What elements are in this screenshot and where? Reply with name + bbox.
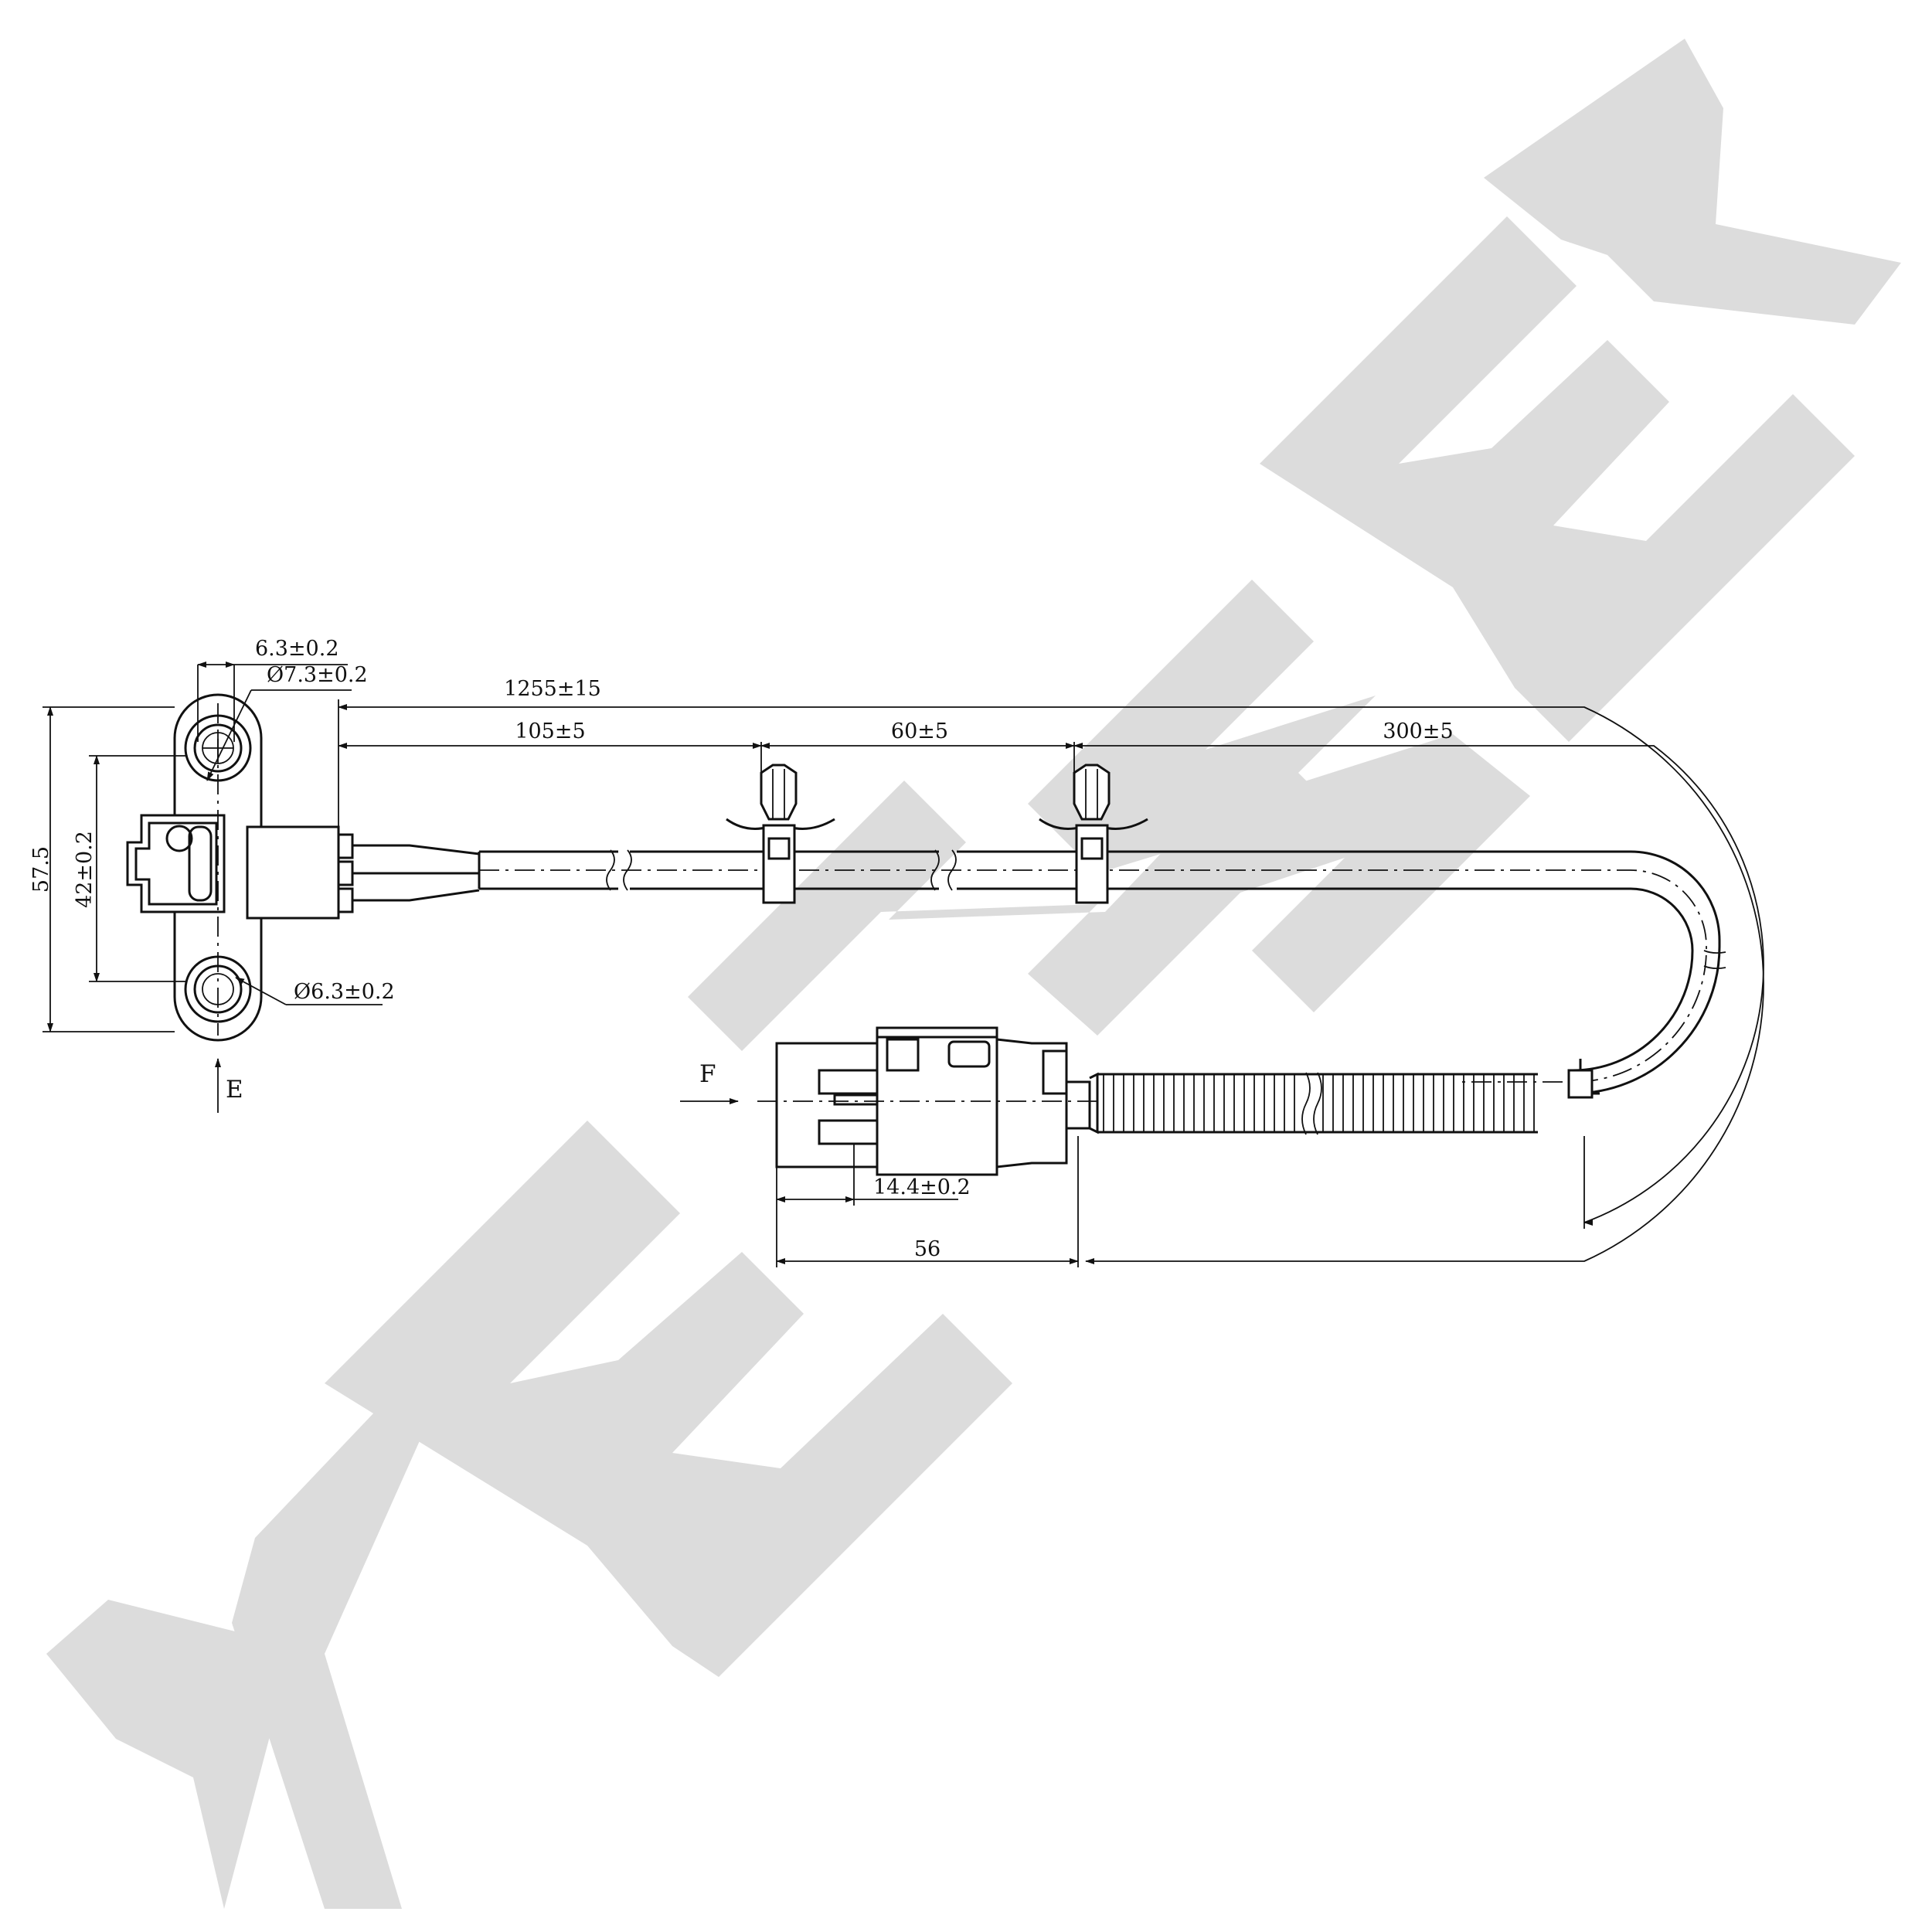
dim-sleeve-length: 300±5 [1383, 719, 1453, 743]
dim-hole-pitch: 42±0.2 [73, 831, 97, 908]
dim-hole-diameter-top: Ø7.3±0.2 [267, 663, 368, 687]
dim-flange-height: 57.5 [29, 846, 53, 893]
dimension-lines [43, 662, 1764, 1267]
watermark-letter-e2 [1260, 216, 1855, 742]
watermark-letter-w [1028, 580, 1530, 1012]
sensor-housing [246, 825, 340, 920]
watermark-letter-k [1484, 39, 1901, 325]
connector [757, 1026, 1099, 1176]
watermark-letter-z-body [232, 1383, 421, 1909]
dim-clip1-position: 105±5 [515, 719, 585, 743]
dim-clip-spacing: 60±5 [891, 719, 948, 743]
dim-total-length: 1255±15 [504, 677, 601, 701]
dim-hole-spacing: 6.3±0.2 [255, 637, 339, 661]
dimension-labels: 6.3±0.2 Ø7.3±0.2 Ø6.3±0.2 57.5 42±0.2 12… [29, 637, 1454, 1261]
dim-connector-length: 56 [914, 1237, 940, 1261]
watermark-letter-e [325, 1121, 1012, 1677]
view-label-e: E [226, 1076, 243, 1104]
corrugated-sleeve [1097, 1072, 1538, 1135]
dim-hole-diameter-bottom: Ø6.3±0.2 [294, 980, 395, 1004]
watermark-logo [46, 39, 1901, 1909]
dim-connector-offset: 14.4±0.2 [873, 1175, 971, 1199]
sleeve-tie [1567, 1069, 1594, 1099]
view-label-f: F [699, 1060, 716, 1088]
